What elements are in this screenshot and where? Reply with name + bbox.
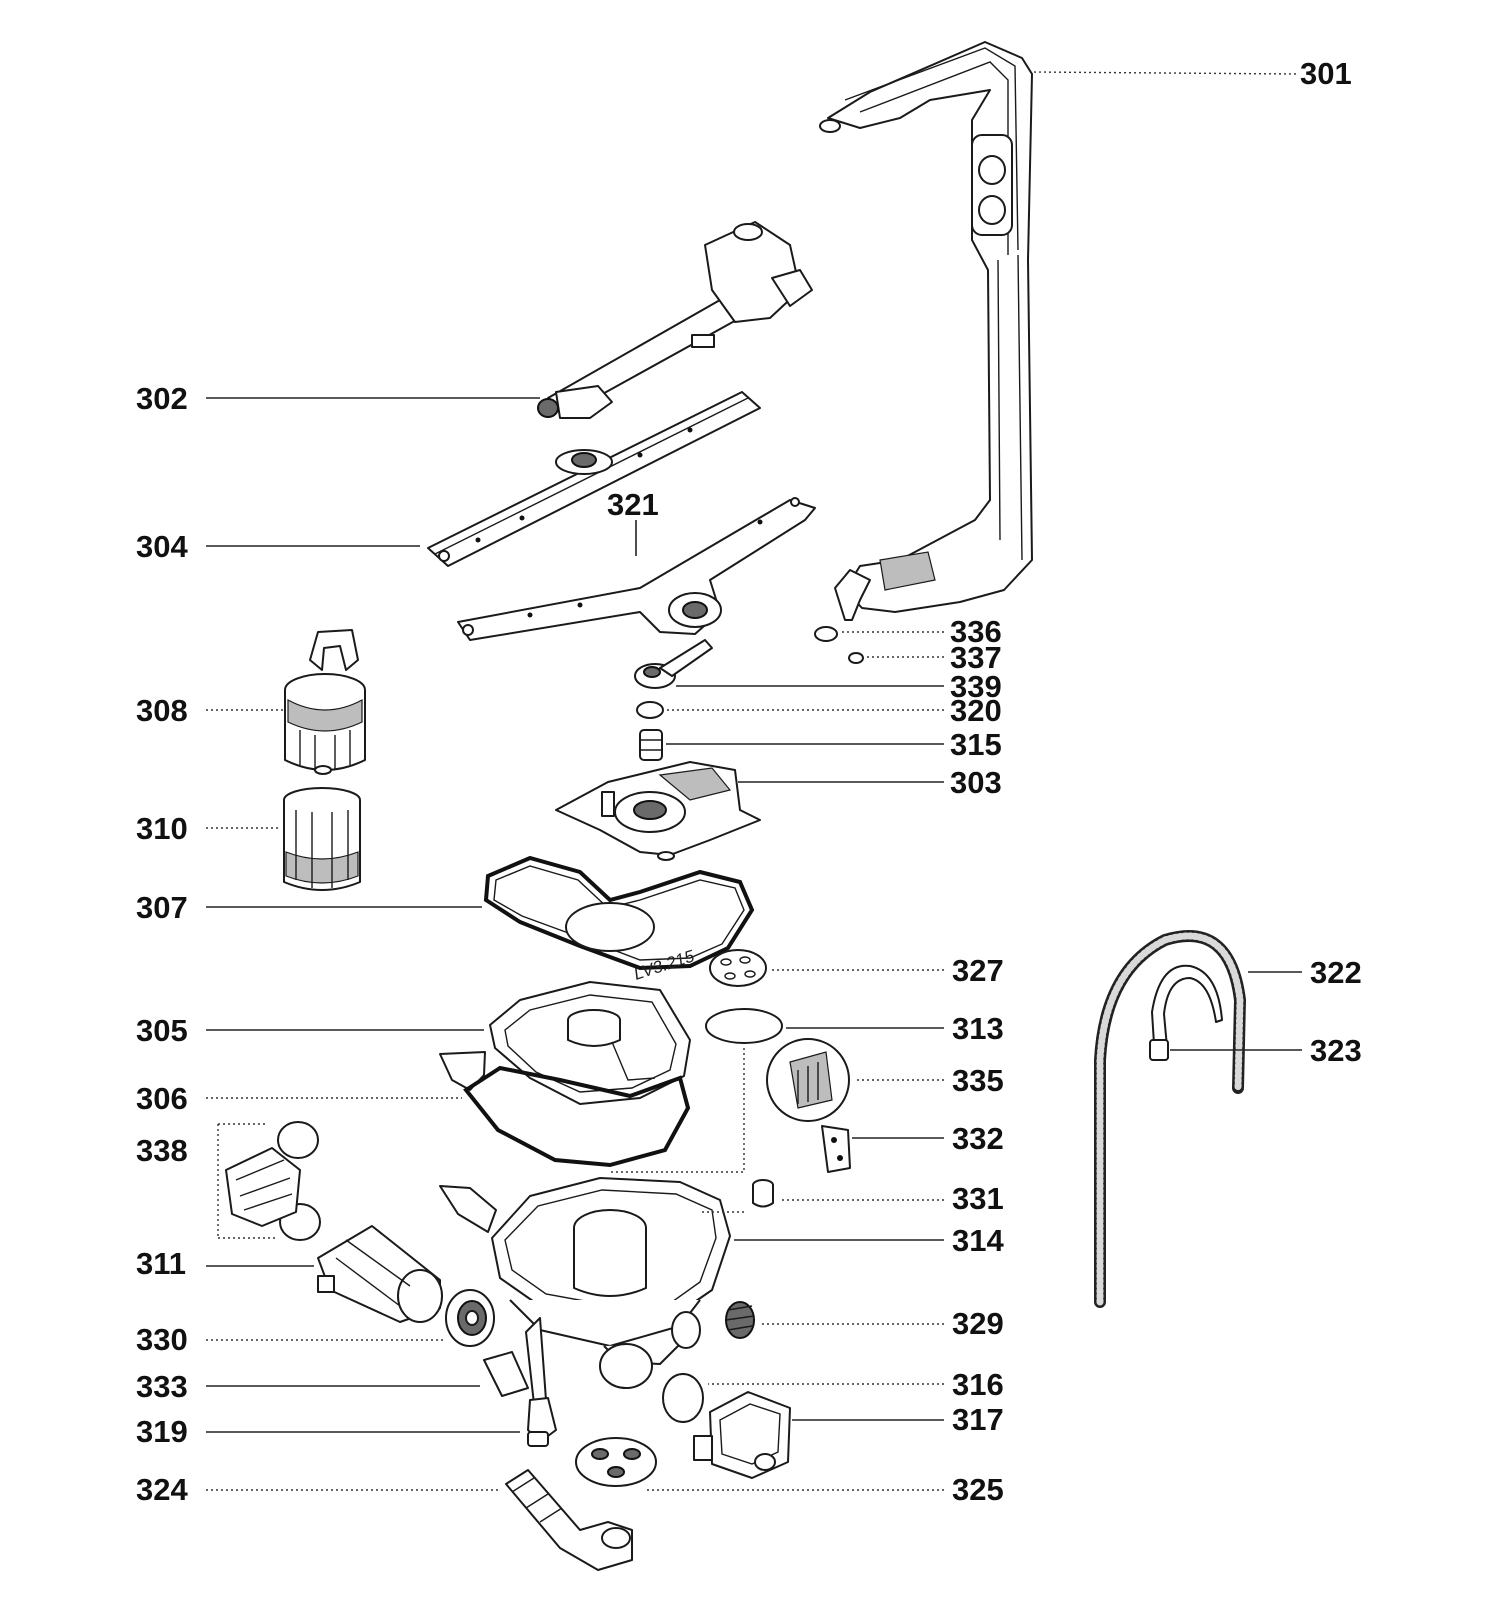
part-335-detail-circle xyxy=(766,1038,850,1122)
label-335: 335 xyxy=(952,1063,1004,1098)
part-333-holder xyxy=(483,1351,529,1397)
label-305: 305 xyxy=(136,1013,188,1048)
part-339-hub xyxy=(634,639,713,689)
part-331-cap xyxy=(752,1179,774,1208)
part-316-o-ring xyxy=(662,1373,704,1423)
label-310: 310 xyxy=(136,811,188,846)
part-313-o-ring xyxy=(705,1008,783,1044)
part-330-impeller xyxy=(445,1289,495,1347)
part-325-check-valve xyxy=(575,1437,657,1487)
part-310-micro-filter xyxy=(283,787,361,891)
part-304-upper-spray-arm xyxy=(427,391,761,567)
part-301-upper-spray-tube xyxy=(819,41,1033,621)
label-336: 336 xyxy=(950,614,1002,649)
label-307: 307 xyxy=(136,890,188,925)
label-313: 313 xyxy=(952,1011,1004,1046)
label-330: 330 xyxy=(136,1322,188,1357)
label-338: 338 xyxy=(136,1133,188,1168)
part-306-seal-ring xyxy=(463,1065,691,1168)
label-311: 311 xyxy=(136,1246,186,1281)
part-308-filter-cylinder xyxy=(284,629,366,775)
label-319: 319 xyxy=(136,1414,188,1449)
part-319-valve-stem xyxy=(525,1317,557,1447)
label-327: 327 xyxy=(952,953,1004,988)
part-number-labels: 301 302 304 321 336 337 339 320 315 303 … xyxy=(136,56,1362,1507)
part-321-lower-spray-arm xyxy=(457,497,816,641)
label-339: 339 xyxy=(950,669,1002,704)
part-337-o-ring xyxy=(848,652,864,664)
part-302-upper-manifold xyxy=(537,221,813,419)
part-327-valve-disc xyxy=(709,949,767,987)
label-320: 320 xyxy=(950,693,1002,728)
label-316: 316 xyxy=(952,1367,1004,1402)
part-315-connector xyxy=(639,729,663,761)
label-337: 337 xyxy=(950,640,1002,675)
label-332: 332 xyxy=(952,1121,1004,1156)
leader-lines xyxy=(206,71,1302,1491)
label-314: 314 xyxy=(952,1223,1004,1258)
label-315: 315 xyxy=(950,727,1002,762)
label-304: 304 xyxy=(136,529,188,564)
part-324-drain-elbow xyxy=(505,1469,633,1571)
label-303: 303 xyxy=(950,765,1002,800)
part-332-bracket xyxy=(821,1125,851,1173)
label-322: 322 xyxy=(1310,955,1362,990)
label-329: 329 xyxy=(952,1306,1004,1341)
part-329-spring xyxy=(725,1301,755,1339)
label-308: 308 xyxy=(136,693,188,728)
label-317: 317 xyxy=(952,1402,1004,1437)
part-338-clamps xyxy=(217,1121,321,1241)
part-320-nut xyxy=(636,701,664,719)
part-303-filter-cover xyxy=(555,761,761,861)
label-323: 323 xyxy=(1310,1033,1362,1068)
label-333: 333 xyxy=(136,1369,188,1404)
label-324: 324 xyxy=(136,1472,188,1507)
label-331: 331 xyxy=(952,1181,1004,1216)
part-305-filter-housing xyxy=(439,981,691,1105)
part-314-sump xyxy=(439,1177,731,1389)
part-336-o-ring xyxy=(814,626,838,642)
part-322-drain-hose xyxy=(1094,930,1247,1308)
label-321: 321 xyxy=(607,487,659,522)
label-306: 306 xyxy=(136,1081,188,1116)
label-302: 302 xyxy=(136,381,188,416)
label-325: 325 xyxy=(952,1472,1004,1507)
label-301: 301 xyxy=(1300,56,1352,91)
stamp-text: LV3.215 xyxy=(631,946,697,984)
part-311-heater-pump xyxy=(317,1225,443,1323)
part-323-hose-bracket xyxy=(1149,964,1223,1061)
part-317-drain-pump xyxy=(693,1391,791,1479)
